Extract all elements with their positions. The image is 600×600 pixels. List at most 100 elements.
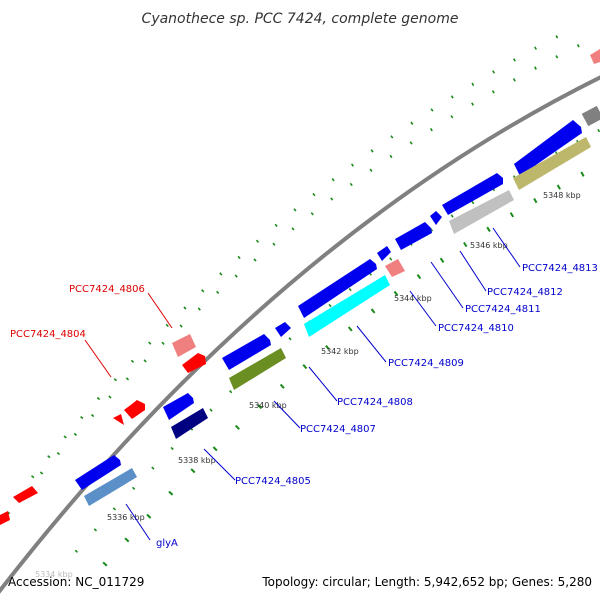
gene-grey-4812[interactable]: [449, 190, 514, 234]
ring-tick: [274, 223, 278, 228]
ring-tick: [190, 468, 196, 474]
ring-tick: [429, 127, 433, 132]
gene-blue-small-4811[interactable]: [430, 211, 442, 225]
leader-4804: [84, 339, 112, 378]
ring-tick: [509, 212, 515, 218]
gene-blue-4812[interactable]: [442, 173, 503, 215]
ring-tick: [330, 197, 334, 201]
ring-tick: [216, 290, 220, 295]
ring-tick: [576, 44, 580, 48]
gene-red-4806b[interactable]: [182, 353, 206, 373]
gene-navy-4805[interactable]: [171, 408, 208, 439]
leader-4807: [273, 400, 301, 429]
gene-red-4804[interactable]: [124, 400, 145, 419]
gene-blue-glyA[interactable]: [75, 455, 121, 490]
gene-pink-4806[interactable]: [172, 334, 196, 357]
ring-tick: [302, 364, 308, 370]
ring-tick: [416, 274, 422, 280]
ring-tick: [161, 341, 165, 345]
leader-4805: [203, 448, 236, 481]
label-4809[interactable]: PCC7424_4809: [388, 358, 464, 369]
gene-red-4803[interactable]: [13, 486, 38, 503]
gene-khaki-4813[interactable]: [513, 137, 591, 190]
gene-blue-4805[interactable]: [163, 393, 194, 420]
gene-blue-small-4809[interactable]: [377, 246, 391, 261]
gene-red-small[interactable]: [113, 414, 124, 425]
ring-tick: [471, 200, 475, 205]
gene-blue-4813[interactable]: [514, 120, 582, 176]
ring-tick: [124, 537, 130, 543]
ring-tick: [390, 135, 394, 139]
leader-4811: [430, 261, 464, 309]
ring-tick: [370, 149, 374, 153]
gene-blue-4808[interactable]: [298, 259, 377, 318]
kbp-label-5336: 5336 kbp: [107, 513, 145, 522]
ring-tick: [112, 507, 117, 511]
gene-features: [0, 49, 600, 525]
ring-tick: [170, 446, 174, 451]
ring-tick: [492, 70, 495, 74]
ring-tick: [229, 390, 233, 394]
ring-tick: [80, 415, 84, 420]
label-4810[interactable]: PCC7424_4810: [438, 323, 514, 334]
label-4811[interactable]: PCC7424_4811: [465, 304, 541, 315]
leader-4809: [356, 325, 387, 363]
ring-tick: [31, 475, 35, 479]
kbp-label-5342: 5342 kbp: [321, 347, 359, 356]
ring-tick: [108, 395, 112, 399]
leader-4813: [492, 227, 521, 268]
kbp-label-faded: 5334 kbp: [35, 570, 73, 579]
ring-tick: [288, 337, 292, 341]
ring-tick: [555, 35, 559, 39]
label-glyA[interactable]: glyA: [156, 538, 178, 549]
ring-tick: [331, 178, 335, 182]
ring-tick: [347, 326, 353, 332]
topology-text: Topology: circular; Length: 5,942,652 bp…: [261, 575, 592, 589]
ring-tick: [349, 182, 353, 187]
ring-tick: [534, 46, 537, 50]
label-4808[interactable]: PCC7424_4808: [337, 397, 413, 408]
leader-4810: [409, 290, 437, 327]
ring-tick: [370, 308, 376, 314]
ring-tick: [56, 451, 61, 456]
ring-tick: [165, 323, 169, 328]
map-title: Cyanothece sp. PCC 7424, complete genome: [142, 11, 459, 27]
ring-tick: [272, 242, 276, 246]
gene-pink-4810[interactable]: [385, 259, 405, 277]
label-4807[interactable]: PCC7424_4807: [300, 424, 376, 435]
ring-tick: [580, 171, 585, 177]
kbp-label-5338: 5338 kbp: [178, 456, 216, 465]
gene-blue-small-4808[interactable]: [275, 322, 291, 337]
ring-tick: [533, 197, 538, 204]
label-4813[interactable]: PCC7424_4813: [522, 263, 598, 274]
ring-tick: [471, 102, 474, 106]
kbp-label-5346: 5346 kbp: [470, 241, 508, 250]
ring-tick: [102, 561, 108, 567]
ring-tick: [130, 359, 135, 363]
gene-olive-4807[interactable]: [229, 348, 286, 390]
label-4812[interactable]: PCC7424_4812: [487, 287, 563, 298]
ring-tick: [168, 490, 174, 496]
ring-tick: [450, 115, 454, 119]
axis-end-segment: [581, 105, 600, 127]
gene-blue-4810[interactable]: [395, 222, 432, 250]
label-4804[interactable]: PCC7424_4804: [10, 329, 86, 340]
ring-tick: [410, 121, 414, 125]
gene-blue-4807[interactable]: [222, 334, 271, 370]
gene-pink-edge[interactable]: [590, 49, 600, 64]
gene-red-4802[interactable]: [0, 511, 10, 525]
label-4805[interactable]: PCC7424_4805: [235, 476, 311, 487]
ring-tick: [450, 95, 454, 99]
gene-lightblue-glyA[interactable]: [84, 468, 137, 506]
ring-tick: [389, 154, 393, 159]
ring-tick: [47, 455, 51, 459]
label-4806[interactable]: PCC7424_4806: [69, 284, 145, 295]
ring-tick: [146, 513, 152, 519]
ring-tick: [555, 55, 559, 59]
ring-tick: [328, 303, 332, 308]
leader-4806: [147, 292, 173, 329]
ring-tick: [197, 307, 201, 311]
ring-tick: [369, 168, 373, 172]
ring-tick: [348, 288, 352, 292]
gene-cyan-4809[interactable]: [304, 275, 390, 337]
